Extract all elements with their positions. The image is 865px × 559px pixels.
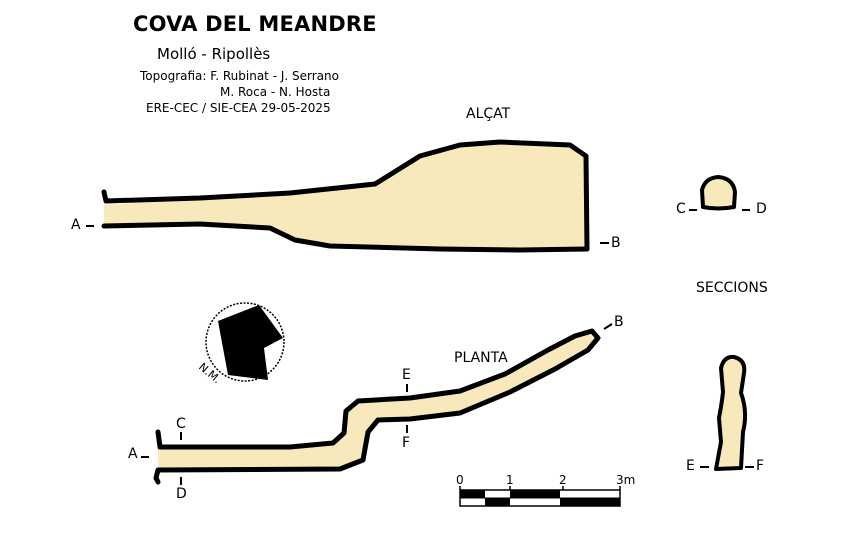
- credits-line-2: M. Roca - N. Hosta: [220, 85, 331, 99]
- scale-label-0: 0: [456, 473, 464, 487]
- north-arrow-icon: [218, 305, 283, 380]
- point-label-d-section: D: [756, 201, 767, 217]
- point-label-d-plan: D: [176, 486, 187, 502]
- scale-bar: [459, 486, 621, 507]
- north-arrow: N.M.: [196, 302, 285, 386]
- point-label-f-section: F: [756, 458, 765, 474]
- section-cd-fill: [700, 175, 737, 211]
- scale-segment-1: [485, 498, 510, 506]
- section-cd: [689, 175, 750, 211]
- page-title: COVA DEL MEANDRE: [133, 12, 377, 36]
- scale-label-2: 2: [559, 473, 567, 487]
- point-label-e-plan: E: [402, 367, 411, 383]
- point-label-e-section: E: [686, 458, 695, 474]
- scale-label-1: 1: [506, 473, 514, 487]
- elevation-roof-line: [101, 139, 590, 252]
- point-label-a-plan: A: [128, 446, 138, 462]
- location-subtitle: Molló - Ripollès: [157, 45, 271, 63]
- point-label-c-plan: C: [176, 416, 186, 432]
- elevation-floor-line: [101, 221, 590, 253]
- sections-label: SECCIONS: [696, 280, 768, 296]
- section-ef-fill: [714, 354, 748, 471]
- point-label-c-section: C: [676, 201, 686, 217]
- elevation-label: ALÇAT: [466, 106, 511, 122]
- point-b-tick-plan: [603, 323, 613, 330]
- point-label-a-elevation: A: [71, 217, 81, 233]
- scale-segment-3: [560, 498, 620, 506]
- point-label-f-plan: F: [402, 435, 411, 451]
- section-ef: [700, 354, 754, 471]
- point-label-b-plan: B: [614, 314, 624, 330]
- scale-segment-0: [460, 490, 485, 498]
- point-label-b-elevation: B: [611, 235, 621, 251]
- plan-view: [141, 323, 613, 485]
- credits-line-1: Topografia: F. Rubinat - J. Serrano: [140, 69, 339, 83]
- elevation-passage-fill: [104, 142, 587, 250]
- elevation-view: [86, 139, 609, 253]
- credits-block: Topografia: F. Rubinat - J. Serrano M. R…: [140, 68, 339, 116]
- plan-wall-upper: [155, 328, 601, 450]
- scale-label-3: 3m: [616, 473, 636, 487]
- scale-segment-2: [510, 490, 560, 498]
- credits-line-3: ERE-CEC / SIE-CEA 29-05-2025: [146, 101, 331, 115]
- plan-label: PLANTA: [454, 350, 508, 366]
- plan-wall-lower: [153, 417, 381, 485]
